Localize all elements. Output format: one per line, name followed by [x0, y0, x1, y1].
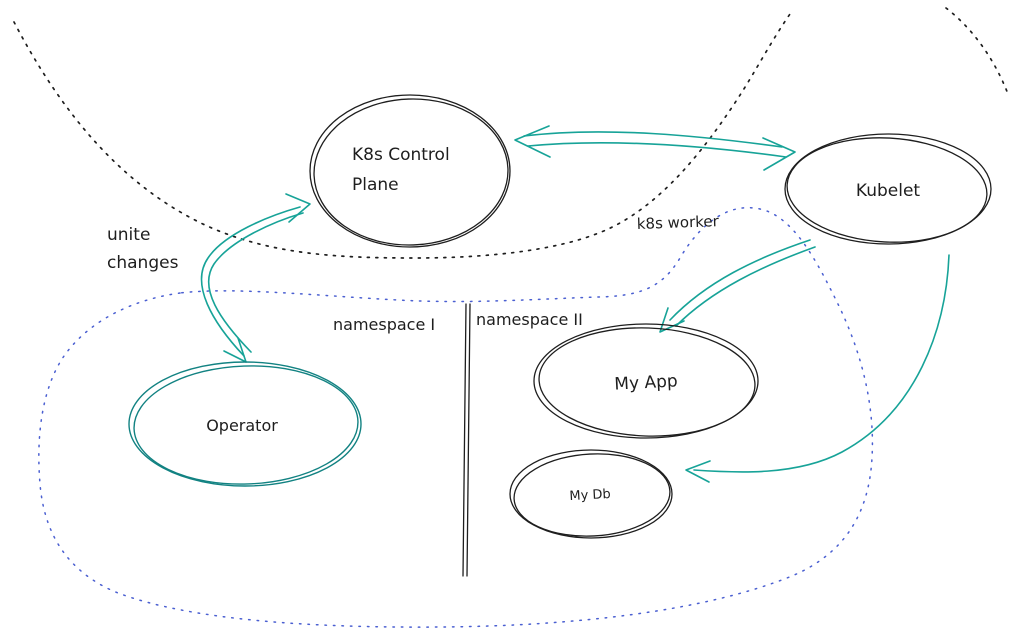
arrowhead-bottom-icon [223, 337, 247, 363]
operator-ellipse [128, 361, 362, 487]
kubelet-ellipse [784, 133, 992, 245]
worker-node-boundary-dotted [38, 207, 874, 628]
unite-changes-label-line1: unite [107, 225, 150, 245]
namespace-2-label: namespace II [476, 310, 583, 329]
operator-label: Operator [206, 416, 278, 435]
control-plane-label-line2: Plane [352, 175, 399, 195]
arrowhead-icon [659, 307, 685, 333]
my-app-ellipse [533, 323, 759, 439]
kubelet-node: Kubelet [784, 133, 992, 245]
arrow-line [527, 141, 787, 158]
namespace-1-label: namespace I [333, 315, 435, 334]
arrow-kubelet-mydb [685, 254, 950, 483]
divider-line [462, 303, 467, 577]
divider-line [466, 303, 471, 577]
arrow-operator-controlplane [200, 193, 311, 363]
arrow-line [669, 239, 811, 321]
my-app-ellipse-sketch [538, 327, 756, 437]
operator-ellipse-sketch [133, 365, 359, 485]
arrow-line [200, 206, 301, 357]
arrow-line [523, 131, 783, 148]
arrowhead-right-icon [762, 137, 796, 171]
my-db-node: My Db [509, 449, 673, 539]
control-plane-label-line1: K8s Control [352, 145, 450, 165]
operator-node: Operator [128, 361, 362, 487]
control-plane-ellipse-sketch [313, 98, 509, 246]
namespace-divider [462, 303, 471, 577]
arrow-kubelet-myapp [659, 239, 816, 333]
my-app-label: My App [614, 371, 678, 394]
control-plane-node: K8s Control Plane [309, 94, 511, 248]
arrow-line [675, 246, 816, 327]
arrowhead-icon [685, 460, 711, 483]
my-db-ellipse [509, 449, 673, 539]
unite-changes-label-line2: changes [107, 253, 179, 273]
arrow-controlplane-kubelet [514, 125, 796, 171]
arrow-line [693, 254, 950, 473]
arrowhead-top-icon [285, 193, 311, 223]
control-plane-ellipse [309, 94, 511, 248]
top-right-dotted-arc [945, 7, 1009, 95]
kubelet-ellipse-sketch [786, 137, 988, 243]
my-app-node: My App [533, 323, 759, 439]
kubelet-label: Kubelet [856, 181, 921, 201]
k8s-worker-label: k8s worker [637, 212, 720, 233]
my-db-label: My Db [569, 487, 611, 504]
my-db-ellipse-sketch [513, 453, 671, 537]
arrowhead-left-icon [514, 125, 551, 158]
arrow-line [208, 212, 304, 353]
